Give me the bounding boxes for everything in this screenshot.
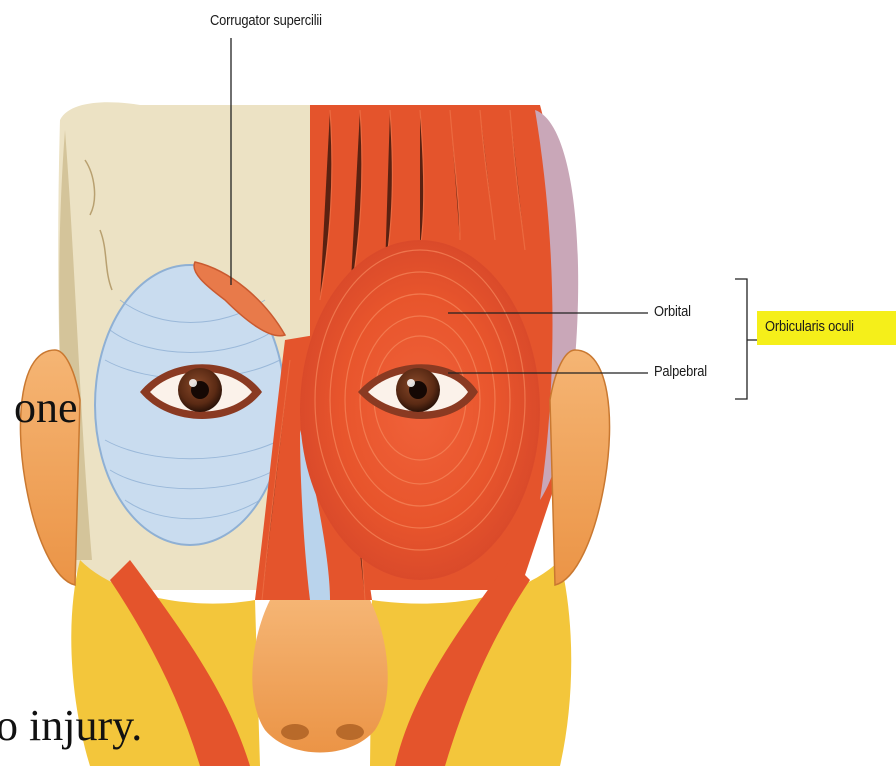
palpebral-label: Palpebral bbox=[654, 363, 707, 380]
slide-text-fragment-2: o injury. bbox=[0, 700, 142, 751]
orbicularis-oculi-label: Orbicularis oculi bbox=[765, 318, 854, 335]
slide-text-fragment-1: one bbox=[14, 382, 78, 433]
nose bbox=[252, 600, 387, 753]
orbicularis-bracket bbox=[735, 279, 757, 399]
corrugator-label: Corrugator supercilii bbox=[210, 12, 322, 29]
orbital-label: Orbital bbox=[654, 303, 691, 320]
